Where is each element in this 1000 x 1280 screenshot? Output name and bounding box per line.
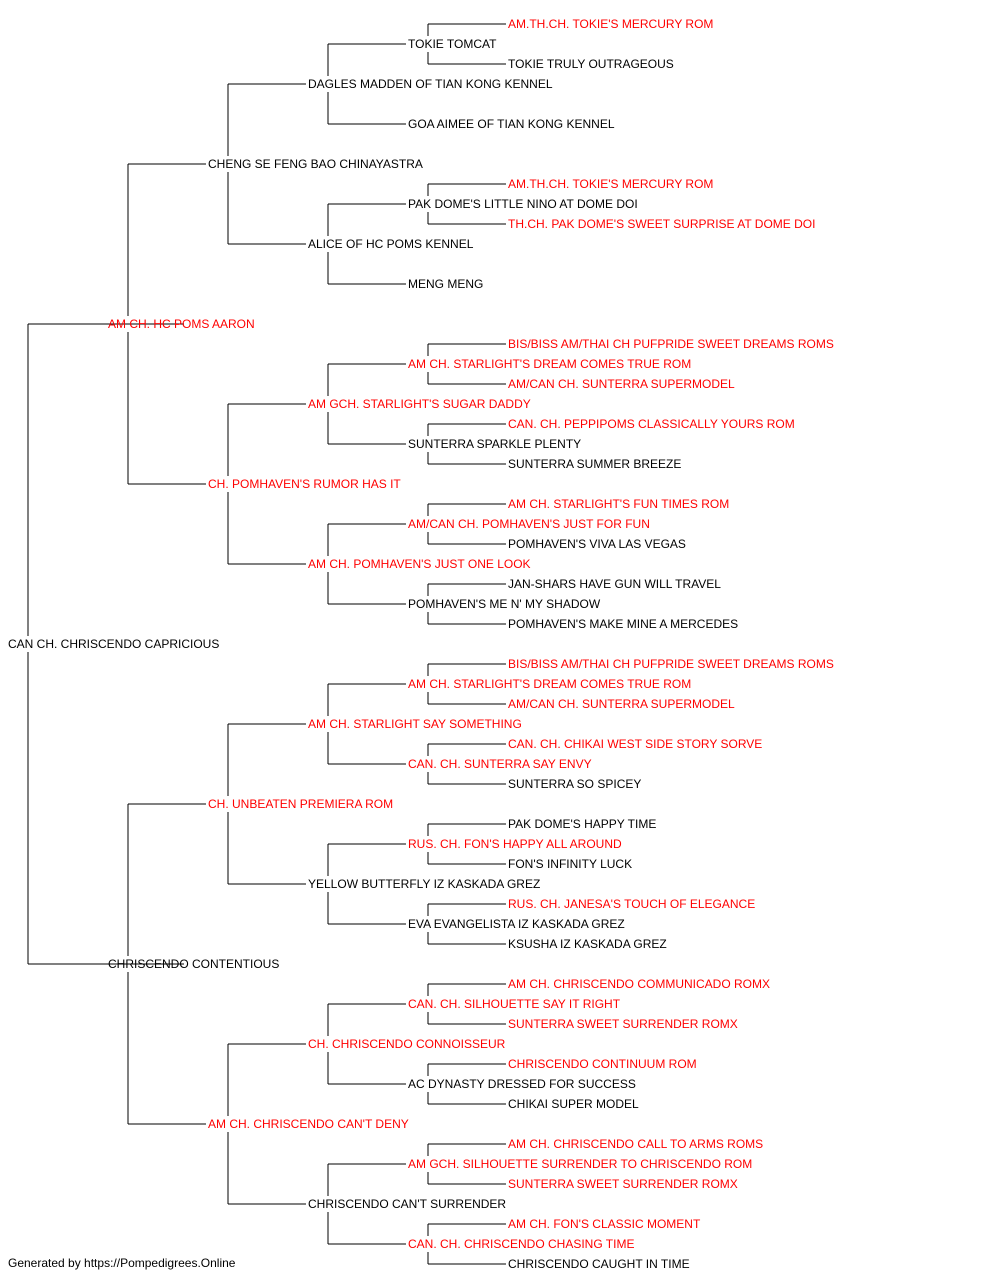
dog-name-gen5-am-ch-starlight-s-fun-times-rom: AM CH. STARLIGHT'S FUN TIMES ROM <box>508 497 729 511</box>
dog-name-gen4-goa-aimee-of-tian-kong-kennel: GOA AIMEE OF TIAN KONG KENNEL <box>408 117 615 131</box>
dog-name-gen4-am-ch-starlight-s-dream-comes-true-rom: AM CH. STARLIGHT'S DREAM COMES TRUE ROM <box>408 677 691 691</box>
dog-name-gen4-pomhaven-s-me-n-my-shadow: POMHAVEN'S ME N' MY SHADOW <box>408 597 601 611</box>
dog-name-gen5-fon-s-infinity-luck: FON'S INFINITY LUCK <box>508 857 632 871</box>
dog-name-gen4-pak-dome-s-little-nino-at-dome-doi: PAK DOME'S LITTLE NINO AT DOME DOI <box>408 197 638 211</box>
dog-name-gen2-am-ch-chriscendo-can-t-deny: AM CH. CHRISCENDO CAN'T DENY <box>208 1117 409 1131</box>
dog-name-gen3-am-gch-starlight-s-sugar-daddy: AM GCH. STARLIGHT'S SUGAR DADDY <box>308 397 531 411</box>
dog-name-gen5-am-ch-chriscendo-call-to-arms-roms: AM CH. CHRISCENDO CALL TO ARMS ROMS <box>508 1137 763 1151</box>
dog-name-gen3-am-ch-starlight-say-something: AM CH. STARLIGHT SAY SOMETHING <box>308 717 522 731</box>
dog-name-gen5-sunterra-sweet-surrender-romx: SUNTERRA SWEET SURRENDER ROMX <box>508 1017 738 1031</box>
dog-name-gen5-rus-ch-janesa-s-touch-of-elegance: RUS. CH. JANESA'S TOUCH OF ELEGANCE <box>508 897 755 911</box>
dog-name-gen1-chriscendo-contentious: CHRISCENDO CONTENTIOUS <box>108 957 279 971</box>
dog-name-gen4-sunterra-sparkle-plenty: SUNTERRA SPARKLE PLENTY <box>408 437 581 451</box>
footer-credit: Generated by https://Pompedigrees.Online <box>8 1256 236 1270</box>
dog-name-gen5-jan-shars-have-gun-will-travel: JAN-SHARS HAVE GUN WILL TRAVEL <box>508 577 721 591</box>
dog-name-gen4-am-can-ch-pomhaven-s-just-for-fun: AM/CAN CH. POMHAVEN'S JUST FOR FUN <box>408 517 650 531</box>
dog-name-gen5-chriscendo-caught-in-time: CHRISCENDO CAUGHT IN TIME <box>508 1257 690 1271</box>
dog-name-gen5-am-ch-chriscendo-communicado-romx: AM CH. CHRISCENDO COMMUNICADO ROMX <box>508 977 770 991</box>
dog-name-gen4-can-ch-sunterra-say-envy: CAN. CH. SUNTERRA SAY ENVY <box>408 757 592 771</box>
dog-name-gen5-am-th-ch-tokie-s-mercury-rom: AM.TH.CH. TOKIE'S MERCURY ROM <box>508 177 713 191</box>
dog-name-gen5-sunterra-sweet-surrender-romx: SUNTERRA SWEET SURRENDER ROMX <box>508 1177 738 1191</box>
dog-name-gen2-ch-unbeaten-premiera-rom: CH. UNBEATEN PREMIERA ROM <box>208 797 393 811</box>
dog-name-gen4-ac-dynasty-dressed-for-success: AC DYNASTY DRESSED FOR SUCCESS <box>408 1077 636 1091</box>
dog-name-gen5-am-ch-fon-s-classic-moment: AM CH. FON'S CLASSIC MOMENT <box>508 1217 701 1231</box>
dog-name-gen5-am-th-ch-tokie-s-mercury-rom: AM.TH.CH. TOKIE'S MERCURY ROM <box>508 17 713 31</box>
dog-name-gen2-ch-pomhaven-s-rumor-has-it: CH. POMHAVEN'S RUMOR HAS IT <box>208 477 401 491</box>
dog-name-gen3-dagles-madden-of-tian-kong-kennel: DAGLES MADDEN OF TIAN KONG KENNEL <box>308 77 553 91</box>
dog-name-gen4-tokie-tomcat: TOKIE TOMCAT <box>408 37 497 51</box>
dog-name-gen5-am-can-ch-sunterra-supermodel: AM/CAN CH. SUNTERRA SUPERMODEL <box>508 377 735 391</box>
dog-name-gen4-can-ch-chriscendo-chasing-time: CAN. CH. CHRISCENDO CHASING TIME <box>408 1237 634 1251</box>
dog-name-gen5-sunterra-so-spicey: SUNTERRA SO SPICEY <box>508 777 641 791</box>
dog-name-gen5-bis-biss-am-thai-ch-pufpride-sweet-dreams-roms: BIS/BISS AM/THAI CH PUFPRIDE SWEET DREAM… <box>508 337 834 351</box>
dog-name-gen5-th-ch-pak-dome-s-sweet-surprise-at-dome-doi: TH.CH. PAK DOME'S SWEET SURPRISE AT DOME… <box>508 217 815 231</box>
dog-name-gen0-can-ch-chriscendo-capricious: CAN CH. CHRISCENDO CAPRICIOUS <box>8 637 219 651</box>
dog-name-gen4-am-gch-silhouette-surrender-to-chriscendo-rom: AM GCH. SILHOUETTE SURRENDER TO CHRISCEN… <box>408 1157 752 1171</box>
dog-name-gen5-chriscendo-continuum-rom: CHRISCENDO CONTINUUM ROM <box>508 1057 697 1071</box>
dog-name-gen5-can-ch-peppipoms-classically-yours-rom: CAN. CH. PEPPIPOMS CLASSICALLY YOURS ROM <box>508 417 795 431</box>
dog-name-gen5-pomhaven-s-viva-las-vegas: POMHAVEN'S VIVA LAS VEGAS <box>508 537 686 551</box>
dog-name-gen5-tokie-truly-outrageous: TOKIE TRULY OUTRAGEOUS <box>508 57 674 71</box>
dog-name-gen1-am-ch-hc-poms-aaron: AM CH. HC POMS AARON <box>108 317 255 331</box>
dog-name-gen3-alice-of-hc-poms-kennel: ALICE OF HC POMS KENNEL <box>308 237 474 251</box>
dog-name-gen3-ch-chriscendo-connoisseur: CH. CHRISCENDO CONNOISSEUR <box>308 1037 506 1051</box>
dog-name-gen2-cheng-se-feng-bao-chinayastra: CHENG SE FENG BAO CHINAYASTRA <box>208 157 423 171</box>
dog-name-gen5-bis-biss-am-thai-ch-pufpride-sweet-dreams-roms: BIS/BISS AM/THAI CH PUFPRIDE SWEET DREAM… <box>508 657 834 671</box>
dog-name-gen5-can-ch-chikai-west-side-story-sorve: CAN. CH. CHIKAI WEST SIDE STORY SORVE <box>508 737 762 751</box>
dog-name-gen4-meng-meng: MENG MENG <box>408 277 483 291</box>
dog-name-gen4-eva-evangelista-iz-kaskada-grez: EVA EVANGELISTA IZ KASKADA GREZ <box>408 917 625 931</box>
dog-name-gen3-chriscendo-can-t-surrender: CHRISCENDO CAN'T SURRENDER <box>308 1197 506 1211</box>
dog-name-gen5-pak-dome-s-happy-time: PAK DOME'S HAPPY TIME <box>508 817 656 831</box>
dog-name-gen3-am-ch-pomhaven-s-just-one-look: AM CH. POMHAVEN'S JUST ONE LOOK <box>308 557 531 571</box>
dog-name-gen4-can-ch-silhouette-say-it-right: CAN. CH. SILHOUETTE SAY IT RIGHT <box>408 997 621 1011</box>
dog-name-gen5-chikai-super-model: CHIKAI SUPER MODEL <box>508 1097 639 1111</box>
dog-name-gen5-sunterra-summer-breeze: SUNTERRA SUMMER BREEZE <box>508 457 681 471</box>
dog-name-gen4-rus-ch-fon-s-happy-all-around: RUS. CH. FON'S HAPPY ALL AROUND <box>408 837 622 851</box>
dog-name-gen3-yellow-butterfly-iz-kaskada-grez: YELLOW BUTTERFLY IZ KASKADA GREZ <box>308 877 540 891</box>
dog-name-gen4-am-ch-starlight-s-dream-comes-true-rom: AM CH. STARLIGHT'S DREAM COMES TRUE ROM <box>408 357 691 371</box>
dog-name-gen5-am-can-ch-sunterra-supermodel: AM/CAN CH. SUNTERRA SUPERMODEL <box>508 697 735 711</box>
dog-name-gen5-ksusha-iz-kaskada-grez: KSUSHA IZ KASKADA GREZ <box>508 937 667 951</box>
dog-name-gen5-pomhaven-s-make-mine-a-mercedes: POMHAVEN'S MAKE MINE A MERCEDES <box>508 617 738 631</box>
